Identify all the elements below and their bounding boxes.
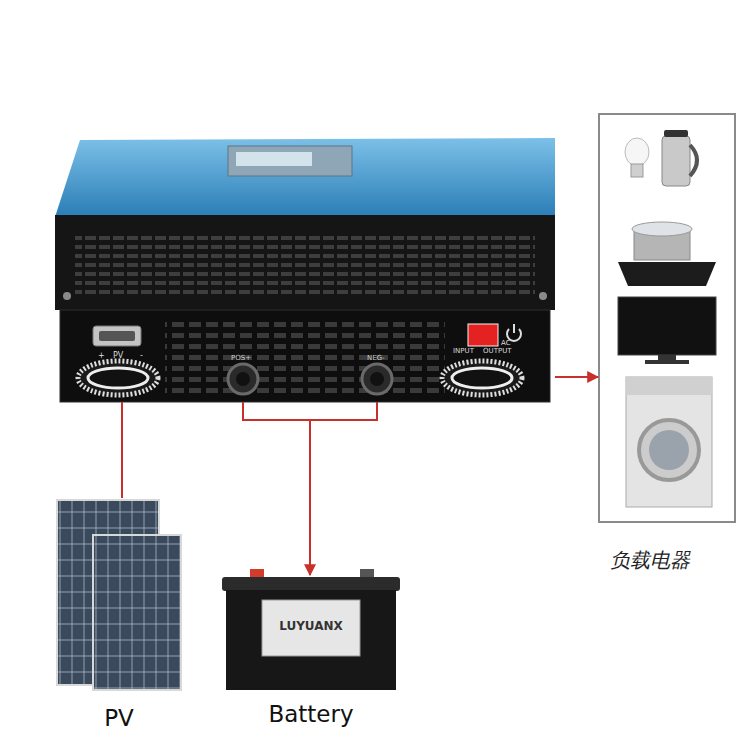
display-panel [228,146,352,176]
node-caption: PV [55,705,183,731]
wire-connector [243,402,310,575]
power-icon [513,324,515,333]
battery-terminal [362,364,392,394]
ac-port [442,361,522,395]
wire [310,402,377,420]
washer-controls [626,377,712,395]
kettle [662,136,690,186]
polarity-mark: + [98,351,105,360]
battery-post [250,569,264,578]
kettle-handle [690,145,697,176]
pv-panel-node: PV [55,498,183,692]
screw [539,292,547,300]
node-caption: Battery [211,701,411,727]
washer-window [649,430,689,470]
battery-case [226,590,396,690]
front-panel [60,310,550,402]
inverter-box: + PV - POS+ NEG- AC INPUT OUTPUT [55,138,555,402]
battery-lid [222,577,400,591]
pot-lid [632,222,692,236]
vent-grille [165,318,445,396]
port-label: AC [501,339,511,347]
battery-terminal-core [236,372,250,386]
loads-frame [599,114,735,522]
tv-base [645,360,689,364]
induction-cooker [618,262,716,286]
port-label: INPUT [453,347,474,355]
serial-port-socket [99,331,135,341]
battery-label-plate [262,600,360,656]
node-caption: 负载电器 [610,549,690,572]
brand-label: LUYUANX [262,620,360,634]
port-label: PV [113,351,123,360]
terminal-label: POS+ [231,354,251,362]
loads-box: 负载电器 [598,113,736,523]
washing-machine [626,377,712,507]
pv-port [78,361,158,395]
washer-door [639,420,699,480]
display-screen [236,152,312,166]
battery-post [360,569,374,578]
kettle-lid [664,130,688,137]
serial-port [93,326,141,346]
power-switch [468,324,498,346]
television [618,297,716,355]
wire-connector [121,402,123,498]
battery-terminal [228,364,258,394]
light-bulb [625,138,649,166]
polarity-mark: - [140,351,143,360]
battery-node: LUYUANXBattery [222,575,400,690]
wire-connector [555,376,598,378]
ac-port-inner [452,368,512,388]
terminal-label: NEG- [367,354,385,362]
bulb-base [631,164,643,177]
pv-port-inner [88,368,148,388]
vent-grille [75,232,535,294]
inverter-body [55,215,555,310]
screw [63,292,71,300]
inverter-top [55,138,555,217]
battery-terminal-core [370,372,384,386]
port-label: OUTPUT [483,347,512,355]
solar-panel [93,535,181,690]
